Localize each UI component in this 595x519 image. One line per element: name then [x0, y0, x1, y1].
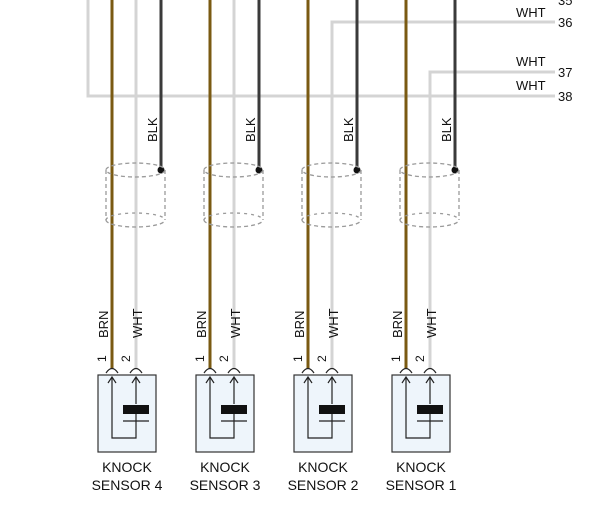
sensor-2-circuit: BLK BRN WHT 1 2 — [291, 0, 361, 368]
blk-wire-label: BLK — [243, 117, 258, 142]
pin-2-label: 2 — [217, 355, 231, 362]
shield-group — [105, 162, 460, 228]
pin-2-label: 2 — [413, 355, 427, 362]
connector-labels: 35 WHT 36 WHT 37 WHT 38 — [516, 0, 572, 104]
sensor-circuit-path — [209, 394, 235, 439]
pin-37-wire-label: WHT — [516, 54, 546, 69]
shield-cylinder — [301, 162, 362, 228]
pin-37-number: 37 — [558, 65, 572, 80]
pin-36-wire-label: WHT — [516, 5, 546, 20]
brn-wire-label: BRN — [292, 311, 307, 338]
sensor-name-line2: SENSOR 4 — [92, 477, 163, 493]
drain-dot — [255, 166, 263, 174]
sensor-name-line1: KNOCK — [396, 459, 446, 475]
pin-socket-icon — [399, 367, 413, 374]
wire-pin-37 — [428, 70, 555, 226]
piezo-element-icon — [123, 405, 149, 414]
pin-2-label: 2 — [119, 355, 133, 362]
wire-pin-38 — [86, 0, 555, 98]
pin-socket-icon — [203, 367, 217, 374]
arrow-up-icon — [401, 375, 411, 394]
wht-wire-label: WHT — [228, 308, 243, 338]
pin-1-label: 1 — [193, 355, 207, 362]
sensor-name-line1: KNOCK — [200, 459, 250, 475]
blk-wire-label: BLK — [439, 117, 454, 142]
arrow-up-icon — [205, 375, 215, 394]
drain-dot — [451, 166, 459, 174]
brn-wire-label: BRN — [390, 311, 405, 338]
pin-socket-icon — [129, 367, 143, 374]
arrow-up-icon — [107, 375, 117, 394]
pin-socket-icon — [325, 367, 339, 374]
pin-1-label: 1 — [291, 355, 305, 362]
knock-sensor-1: KNOCK SENSOR 1 — [386, 367, 457, 493]
sensor-name-line1: KNOCK — [298, 459, 348, 475]
knock-sensor-4: KNOCK SENSOR 4 — [92, 367, 163, 493]
sensor-circuit-path — [111, 394, 137, 439]
drain-dot — [353, 166, 361, 174]
brn-wire-label: BRN — [96, 311, 111, 338]
shield-cylinder — [203, 162, 264, 228]
sensor-4-circuit: BLK BRN WHT 1 2 — [95, 0, 165, 368]
pin-38-number: 38 — [558, 89, 572, 104]
knock-sensor-2: KNOCK SENSOR 2 — [288, 367, 359, 493]
wht-wire-label: WHT — [326, 308, 341, 338]
wire-pin-36 — [330, 20, 555, 226]
arrow-up-icon — [303, 375, 313, 394]
pin-1-label: 1 — [389, 355, 403, 362]
sensor-name-line2: SENSOR 3 — [190, 477, 261, 493]
arrow-up-icon — [327, 375, 337, 394]
sensor-name-line2: SENSOR 1 — [386, 477, 457, 493]
knock-sensor-3: KNOCK SENSOR 3 — [190, 367, 261, 493]
pin-socket-icon — [301, 367, 315, 374]
piezo-element-icon — [319, 405, 345, 414]
pin-38-wire-label: WHT — [516, 78, 546, 93]
arrow-up-icon — [131, 375, 141, 394]
pin-socket-icon — [227, 367, 241, 374]
pin-36-number: 36 — [558, 15, 572, 30]
pin-2-label: 2 — [315, 355, 329, 362]
shield-cylinder — [105, 162, 166, 228]
blk-wire-label: BLK — [341, 117, 356, 142]
wht-wire-label: WHT — [130, 308, 145, 338]
piezo-element-icon — [417, 405, 443, 414]
arrow-up-icon — [425, 375, 435, 394]
sensor-3-circuit: BLK BRN WHT 1 2 — [193, 0, 263, 368]
pin-35-number: 35 — [558, 0, 572, 8]
blk-wire-label: BLK — [145, 117, 160, 142]
pin-socket-icon — [423, 367, 437, 374]
arrow-up-icon — [229, 375, 239, 394]
sensor-circuit-path — [405, 394, 431, 439]
piezo-element-icon — [221, 405, 247, 414]
shield-cylinder — [399, 162, 460, 228]
brn-wire-label: BRN — [194, 311, 209, 338]
sensor-name-line2: SENSOR 2 — [288, 477, 359, 493]
pin-socket-icon — [105, 367, 119, 374]
sensor-wires: BLK BRN WHT 1 2 BLK BRN WHT 1 2 BLK BRN WHT 1 2 BLK BRN W… — [95, 0, 459, 368]
drain-dot — [157, 166, 165, 174]
wht-wire-label: WHT — [424, 308, 439, 338]
sensor-circuit-path — [307, 394, 333, 439]
pin-1-label: 1 — [95, 355, 109, 362]
connector-wires — [86, 0, 555, 226]
sensor-name-line1: KNOCK — [102, 459, 152, 475]
sensor-1-circuit: BLK BRN WHT 1 2 — [389, 0, 459, 368]
